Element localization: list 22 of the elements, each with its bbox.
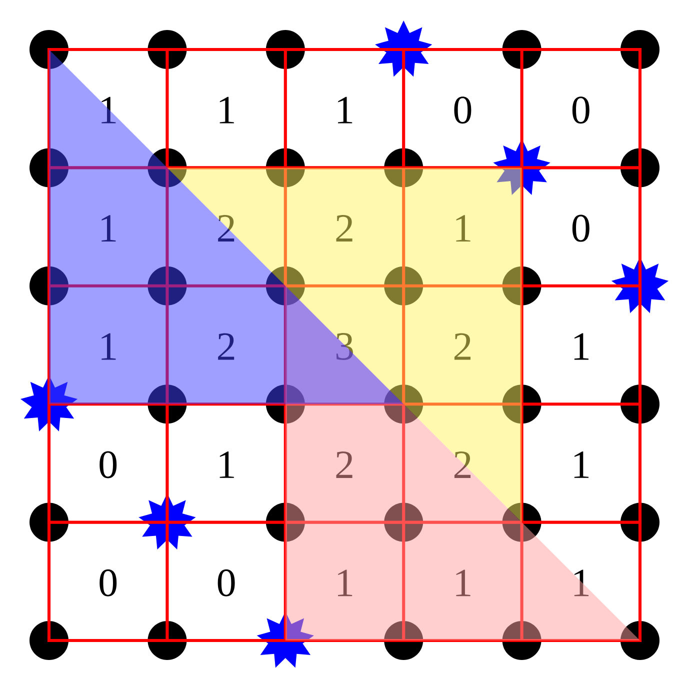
cell-number: 1 bbox=[456, 570, 470, 596]
cell-number: 0 bbox=[100, 569, 117, 596]
cell-number: 0 bbox=[454, 96, 472, 124]
cell-number: 0 bbox=[572, 214, 590, 242]
cell-number: 2 bbox=[336, 215, 352, 242]
cell-number: 1 bbox=[574, 333, 588, 360]
cell-number: 0 bbox=[100, 451, 117, 478]
cell-number: 1 bbox=[102, 215, 116, 242]
cell-number: 2 bbox=[218, 333, 234, 360]
cell-number: 1 bbox=[220, 452, 234, 478]
cell-number: 1 bbox=[220, 96, 234, 124]
cell-number: 1 bbox=[338, 96, 352, 124]
cell-number: 2 bbox=[454, 333, 470, 360]
cell-number: 1 bbox=[338, 570, 352, 596]
cell-number: 1 bbox=[574, 570, 588, 596]
cell-number: 2 bbox=[454, 451, 470, 478]
cell-number: 2 bbox=[336, 451, 352, 478]
cell-number: 0 bbox=[218, 569, 235, 596]
cell-number: 1 bbox=[574, 452, 588, 478]
cell-number: 1 bbox=[102, 333, 116, 360]
cell-number: 1 bbox=[456, 215, 470, 242]
cell-number: 0 bbox=[572, 96, 590, 124]
